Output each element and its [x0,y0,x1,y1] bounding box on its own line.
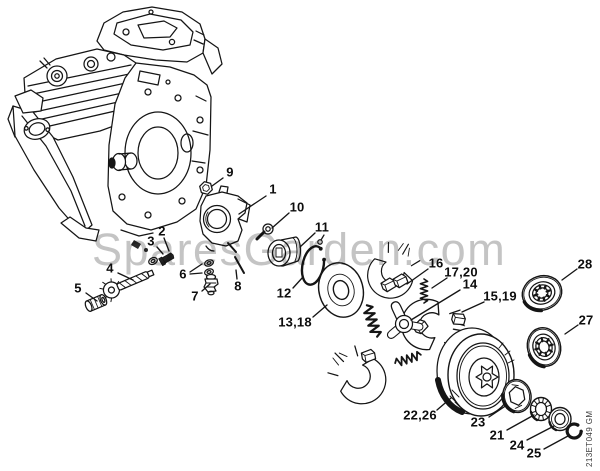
callout-label-2: 2 [158,223,166,239]
leader-line-9 [211,177,224,187]
callout-label-16: 16 [428,255,444,271]
leader-line-3 [156,246,164,255]
leader-line-12 [292,276,304,289]
part-5-bushing [84,294,108,312]
part-22-26-clutch-drum [435,327,515,417]
leader-line-1 [238,195,267,215]
callout-label-12: 12 [276,285,292,301]
part-7-oil-nozzle [203,273,219,296]
callout-label-5: 5 [74,280,82,296]
callout-label-23: 23 [470,414,486,430]
leader-line-23 [488,404,508,418]
part-9-nut [199,181,213,195]
callout-label-1: 1 [269,181,277,197]
callout-label-27: 27 [578,312,594,328]
part-21-needle-bearing [529,396,553,422]
leader-line-4 [117,272,134,281]
leader-line-22,26 [436,397,452,411]
leader-line-8 [235,269,238,280]
plate-code-text: 213ET049 GM [585,410,594,467]
part-23-sprocket [501,378,532,414]
part-24-washer [548,406,572,432]
part-2-screw [158,252,175,267]
callout-label-6: 6 [179,266,187,282]
leader-line-7 [201,283,211,292]
part-10-screw [255,223,274,241]
callout-label-3: 3 [147,233,155,249]
leader-line-14 [410,289,461,321]
leader-line-11 [299,232,316,248]
leader-line-10 [271,212,290,229]
leader-line-16 [406,268,429,285]
leader-line-2 [163,237,170,252]
part-25-e-clip [565,422,583,440]
part-11-pump-piston [267,234,325,267]
engine-assembly-art [7,6,223,252]
callout-label-21: 21 [489,427,505,443]
callout-label-17,20: 17,20 [444,264,478,280]
leader-line-15,19 [461,301,485,313]
callout-label-24: 24 [509,437,525,453]
leader-line-6 [189,272,203,275]
callout-label-13,18: 13,18 [278,314,312,330]
callout-label-7: 7 [191,288,199,304]
callout-label-14: 14 [462,276,478,292]
part-1-oil-pump [199,185,251,252]
callout-label-28: 28 [577,256,593,272]
part-28-rim-sprocket [521,274,563,313]
leader-line-13,18 [312,304,328,318]
callout-label-4: 4 [106,260,114,276]
callout-label-15,19: 15,19 [483,288,517,304]
part-14-clutch-hub [385,299,425,341]
part-6-o-rings [203,259,215,276]
leader-line-25 [543,435,569,450]
callout-label-11: 11 [314,219,330,235]
callout-label-10: 10 [289,199,305,215]
leader-line-6 [189,263,203,273]
part-4-worm-gear [99,269,155,303]
callout-label-8: 8 [234,278,242,294]
leader-line-21 [506,414,535,431]
callout-label-25: 25 [526,445,542,461]
part-8-pin [227,242,245,274]
callout-label-22,26: 22,26 [403,407,437,423]
part-27-rim-sprocket [526,326,562,369]
callout-label-9: 9 [226,164,234,180]
leader-lines [85,177,579,450]
part-3-washer [148,256,158,266]
leader-line-17,20 [431,277,448,289]
leader-line-28 [561,268,578,281]
watermark-text: SparesGarden.com [92,224,507,275]
leader-line-24 [526,425,555,441]
leader-line-27 [564,324,579,335]
part-13-18-washer [317,262,365,318]
leader-line-5 [85,292,98,302]
